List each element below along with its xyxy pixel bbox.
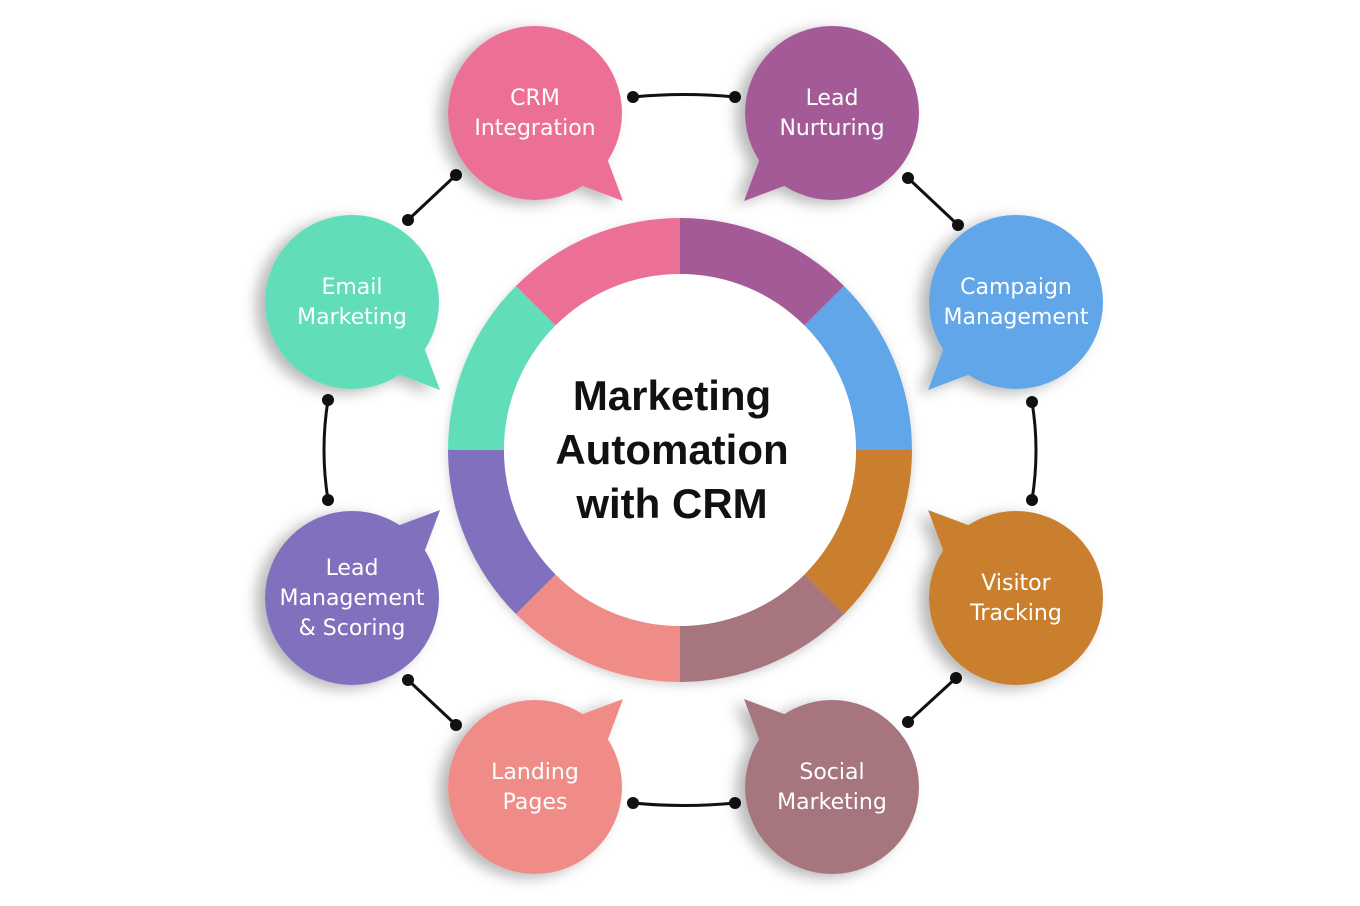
bubble-label-line: & Scoring bbox=[299, 616, 406, 641]
bubble-label-line: Social bbox=[799, 760, 864, 785]
ring-segment bbox=[448, 285, 556, 450]
bubble-tail bbox=[392, 510, 440, 558]
connector-line bbox=[406, 678, 458, 727]
bubble-label-line: Pages bbox=[503, 790, 568, 815]
bubble-tail bbox=[928, 342, 976, 390]
ring-center-disc bbox=[504, 274, 856, 626]
bubble-label-line: Lead bbox=[806, 86, 859, 111]
connector-dot bbox=[1026, 494, 1038, 506]
connector-line bbox=[1030, 401, 1038, 501]
center-title-line-2: Automation bbox=[555, 426, 788, 473]
bubble-circle bbox=[929, 511, 1103, 685]
bubble-label-line: Landing bbox=[491, 760, 579, 785]
connector-dot bbox=[322, 394, 334, 406]
bubble-label-line: Nurturing bbox=[779, 116, 884, 141]
connector-line bbox=[632, 93, 736, 99]
connector-dot bbox=[902, 172, 914, 184]
bubble-circle bbox=[745, 26, 919, 200]
connector-line bbox=[406, 173, 458, 222]
feature-bubbles: CRMIntegrationLeadNurturingCampaignManag… bbox=[265, 26, 1103, 874]
connector-dot bbox=[952, 219, 964, 231]
ring-segment bbox=[680, 574, 845, 682]
bubble-circle bbox=[265, 215, 439, 389]
center-title-line-1: Marketing bbox=[573, 372, 771, 419]
ring-segment bbox=[804, 285, 912, 450]
bubble-label-line: Management bbox=[280, 586, 425, 611]
connector-dot bbox=[1026, 396, 1038, 408]
bubble-label-line: Marketing bbox=[777, 790, 887, 815]
connector-line bbox=[906, 676, 958, 724]
bubble-label-line: CRM bbox=[510, 86, 560, 111]
ring-segment bbox=[680, 218, 845, 326]
bubble-tail bbox=[392, 342, 440, 390]
center-title: Marketing Automation with CRM bbox=[555, 372, 788, 527]
bubble-circle bbox=[745, 700, 919, 874]
bubble-tail bbox=[575, 699, 623, 747]
bubble-label-line: Management bbox=[944, 305, 1089, 330]
bubble-circle bbox=[265, 511, 439, 685]
connector-dot bbox=[402, 214, 414, 226]
ring-segment bbox=[448, 450, 556, 615]
bubble-circle bbox=[448, 26, 622, 200]
bubble-circle bbox=[448, 700, 622, 874]
bubble-tail bbox=[928, 510, 976, 558]
connector-line bbox=[322, 399, 330, 501]
bubble-circle bbox=[929, 215, 1103, 389]
bubble-tail bbox=[575, 153, 623, 201]
connector-dot bbox=[402, 674, 414, 686]
bubble-label-line: Visitor bbox=[981, 571, 1051, 596]
bubble-label-line: Campaign bbox=[960, 275, 1072, 300]
connector-line bbox=[906, 176, 960, 227]
connector-dot bbox=[729, 797, 741, 809]
connector-lines bbox=[322, 91, 1038, 809]
ring-segment bbox=[515, 218, 680, 326]
center-ring bbox=[448, 218, 912, 682]
connector-dot bbox=[902, 716, 914, 728]
connector-line bbox=[632, 801, 736, 807]
bubble-label-line: Integration bbox=[474, 116, 595, 141]
bubble-label-line: Lead bbox=[326, 556, 379, 581]
center-title-line-3: with CRM bbox=[575, 480, 767, 527]
bubble-crm-integration: CRM Integration bbox=[448, 26, 623, 201]
connector-dot bbox=[627, 91, 639, 103]
connector-dot bbox=[729, 91, 741, 103]
bubble-label-line: Email bbox=[321, 275, 382, 300]
connector-dot bbox=[627, 797, 639, 809]
bubble-tail bbox=[744, 699, 792, 747]
bubble-tail bbox=[744, 153, 792, 201]
connector-dot bbox=[322, 494, 334, 506]
ring-segment bbox=[804, 450, 912, 615]
connector-dot bbox=[450, 169, 462, 181]
connector-dot bbox=[950, 672, 962, 684]
bubble-label-line: Marketing bbox=[297, 305, 407, 330]
bubble-label-line: Tracking bbox=[969, 601, 1062, 626]
ring-segment bbox=[515, 574, 680, 682]
connector-dot bbox=[450, 719, 462, 731]
